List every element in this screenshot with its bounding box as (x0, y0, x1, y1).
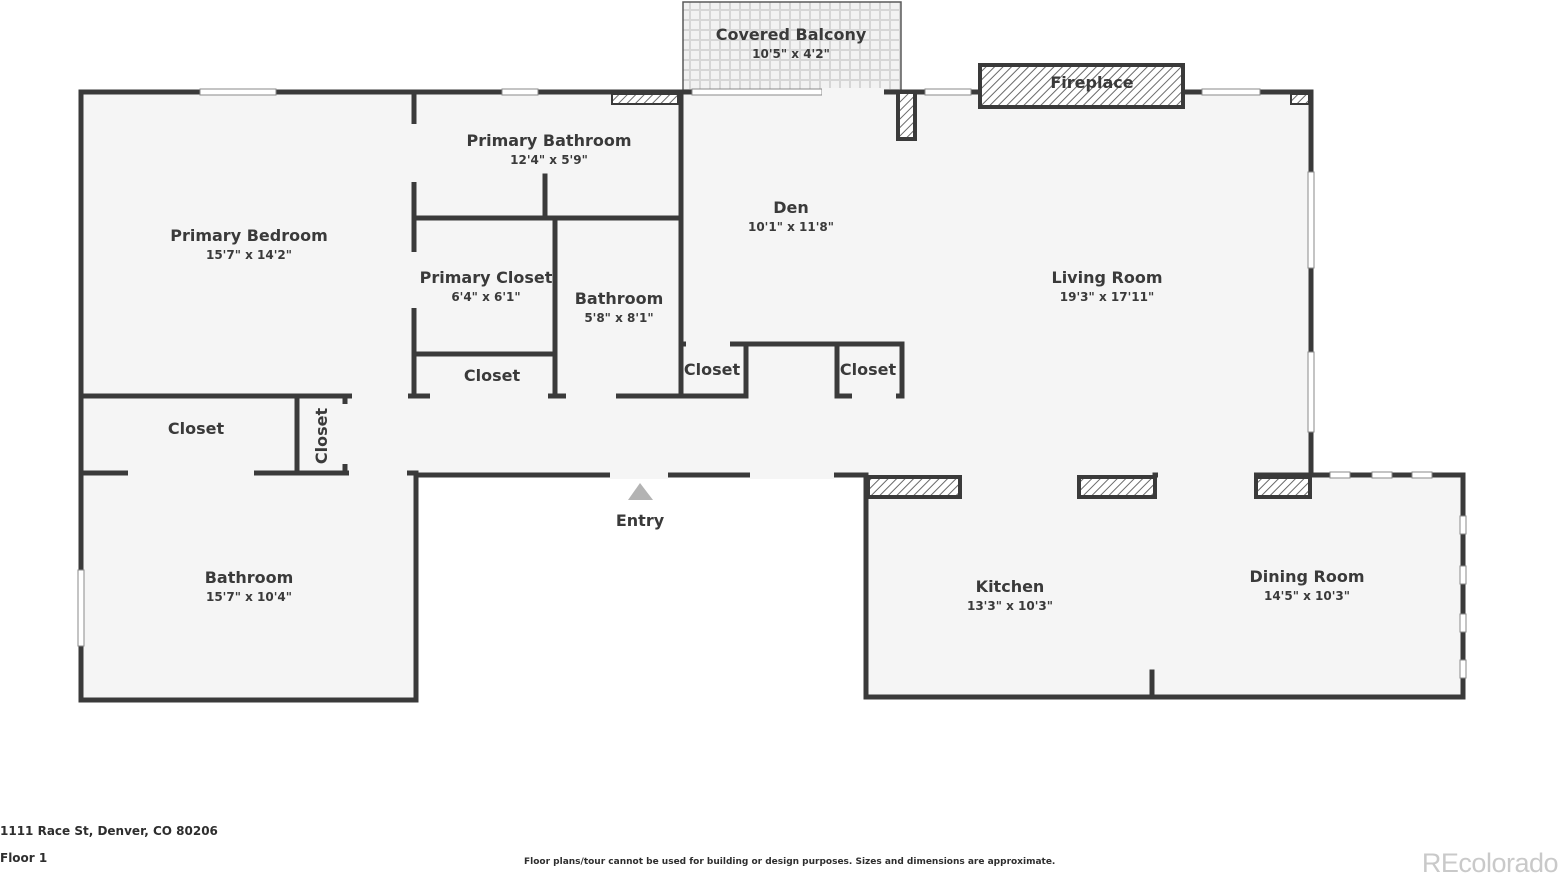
room-name-kitchen: Kitchen (976, 577, 1045, 596)
room-name-closet-vertical: Closet (312, 408, 331, 465)
room-name-closet-hall: Closet (840, 360, 897, 379)
room-name-dining-room: Dining Room (1249, 567, 1364, 586)
room-labels: Covered Balcony 10'5" x 4'2" Fireplace P… (168, 25, 1365, 613)
entry-arrow-icon (628, 483, 653, 500)
room-name-primary-bedroom: Primary Bedroom (170, 226, 328, 245)
floor-label: Floor 1 (0, 851, 48, 865)
disclaimer-text: Floor plans/tour cannot be used for buil… (524, 857, 1056, 867)
property-address: 1111 Race St, Denver, CO 80206 (0, 824, 218, 838)
room-name-primary-bathroom: Primary Bathroom (466, 131, 631, 150)
room-name-closet-den: Closet (684, 360, 741, 379)
fireplace-box (978, 63, 1185, 109)
room-dims-covered-balcony: 10'5" x 4'2" (752, 47, 830, 61)
room-dims-dining-room: 14'5" x 10'3" (1264, 589, 1350, 603)
room-name-fireplace: Fireplace (1050, 73, 1133, 92)
room-name-closet-bedroom: Closet (168, 419, 225, 438)
room-dims-primary-closet: 6'4" x 6'1" (451, 290, 520, 304)
room-dims-primary-bedroom: 15'7" x 14'2" (206, 248, 292, 262)
room-dims-living-room: 19'3" x 17'11" (1060, 290, 1154, 304)
room-name-bathroom-small: Bathroom (575, 289, 664, 308)
room-name-bathroom-large: Bathroom (205, 568, 294, 587)
floor-fills (83, 1, 1463, 700)
entry-label: Entry (616, 511, 665, 530)
room-dims-bathroom-large: 15'7" x 10'4" (206, 590, 292, 604)
built-ins (611, 63, 1312, 499)
room-name-closet-primary: Closet (464, 366, 521, 385)
room-name-primary-closet: Primary Closet (420, 268, 553, 287)
balcony-floor (682, 1, 902, 93)
room-name-living-room: Living Room (1052, 268, 1163, 287)
door-openings (128, 88, 1254, 479)
room-dims-primary-bathroom: 12'4" x 5'9" (510, 153, 588, 167)
room-dims-den: 10'1" x 11'8" (748, 220, 834, 234)
room-dims-bathroom-small: 5'8" x 8'1" (584, 311, 653, 325)
room-name-covered-balcony: Covered Balcony (716, 25, 867, 44)
recolorado-logo: REcolorado (1421, 848, 1559, 878)
room-name-den: Den (773, 198, 809, 217)
windows (77, 88, 1467, 679)
room-dims-kitchen: 13'3" x 10'3" (967, 599, 1053, 613)
